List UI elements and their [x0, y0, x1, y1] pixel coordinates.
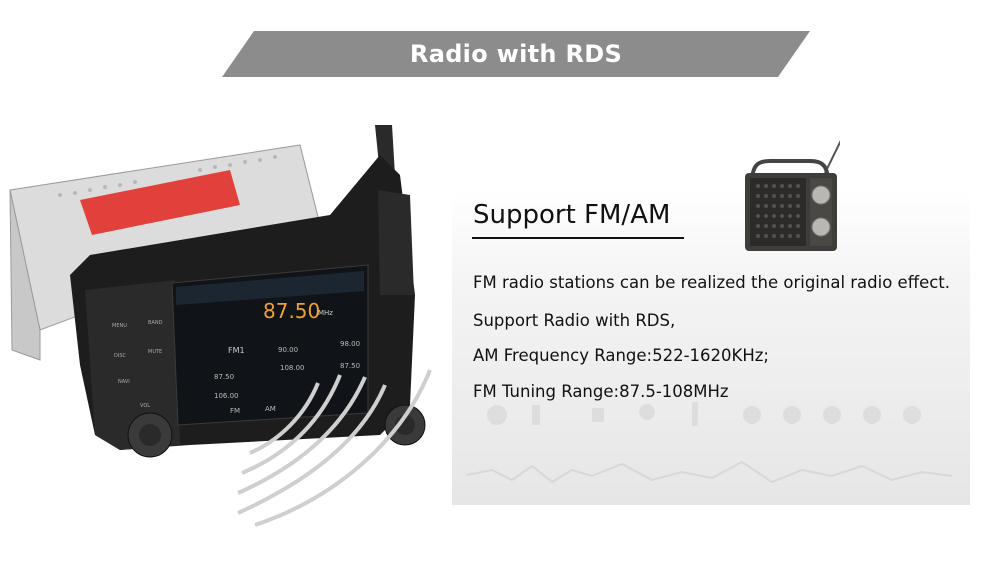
fm-label: FM	[230, 407, 240, 415]
am-label: AM	[265, 405, 276, 413]
menu-button-label: MENU	[112, 323, 127, 329]
band-label: FM1	[228, 346, 245, 355]
preset-freq-p5: 106.00	[214, 392, 239, 400]
feature-line-2: Support Radio with RDS,	[473, 311, 676, 330]
preset-freq-p2: 90.00	[278, 346, 298, 354]
banner-title: Radio with RDS	[409, 40, 623, 68]
frequency-display: 87.50	[263, 299, 320, 323]
preset-freq-p3: 98.00	[340, 340, 360, 348]
feature-line-4: FM Tuning Range:87.5-108MHz	[473, 382, 729, 401]
feature-title-underline	[472, 237, 684, 239]
frequency-unit: MHz	[318, 309, 333, 317]
radio-icon	[740, 123, 851, 255]
banner-shape	[222, 31, 810, 77]
car-stereo-image: 87.50 MHz FM1 90.00 98.00 87.50 108.00 8…	[0, 115, 450, 545]
header-banner: Radio with RDS	[222, 31, 810, 77]
mute-button-label: MUTE	[148, 349, 162, 355]
band-button-label: BAND	[148, 320, 163, 326]
disc-button-label: DISC	[114, 353, 126, 359]
preset-freq-p6: 108.00	[280, 364, 305, 372]
feature-panel	[452, 190, 970, 505]
navi-button-label: NAVI	[118, 379, 130, 385]
preset-freq-p1: 87.50	[214, 373, 234, 381]
preset-freq-p4: 87.50	[340, 362, 360, 370]
feature-line-1: FM radio stations can be realized the or…	[473, 273, 951, 292]
feature-line-3: AM Frequency Range:522-1620KHz;	[473, 346, 769, 365]
feature-title: Support FM/AM	[473, 200, 671, 230]
vol-button-label: VOL	[140, 403, 150, 409]
panel-decoration	[466, 402, 953, 484]
